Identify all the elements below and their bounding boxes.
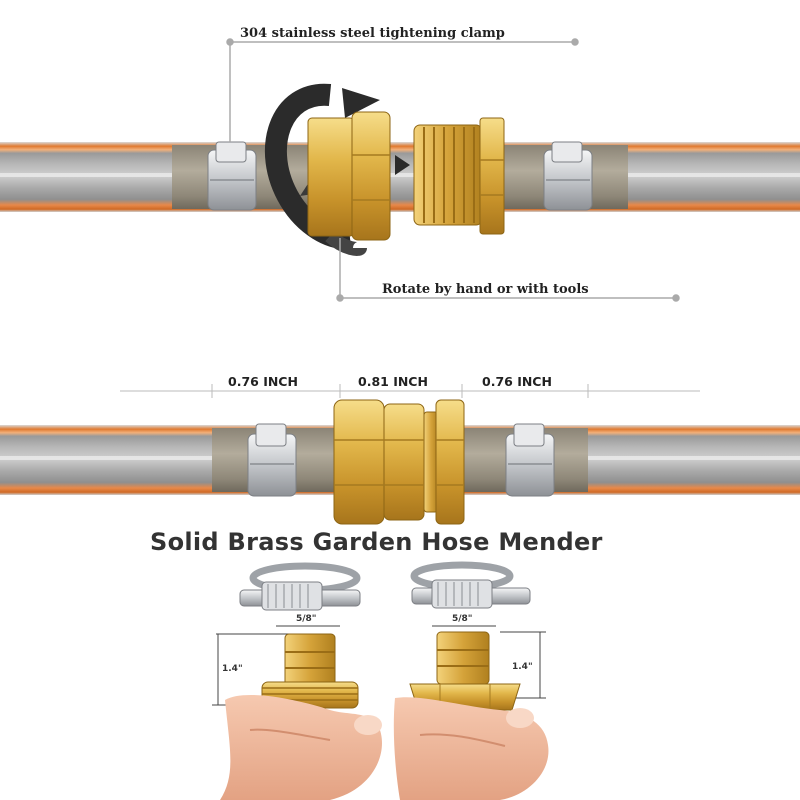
parts-drawing (212, 561, 549, 800)
dimension-line (120, 384, 700, 398)
dimension-left: 0.76 INCH (228, 374, 298, 389)
right-loose-clamp (410, 561, 531, 609)
parts-section: 5/8" 5/8" 1.4" 1.4" (0, 560, 800, 800)
dimension-right: 0.76 INCH (482, 374, 552, 389)
arrowhead-icon (395, 155, 410, 175)
middle-fittings-drawing (120, 384, 700, 525)
right-height-label: 1.4" (512, 662, 533, 672)
top-right-clamp (543, 141, 593, 211)
left-barb-fitting (261, 633, 359, 709)
left-coupling-nut (307, 111, 391, 241)
top-fittings-drawing (207, 38, 680, 302)
callout-leaders (226, 38, 680, 302)
top-assembly: 304 stainless steel tightening clamp Rot… (0, 0, 800, 320)
right-threaded-fitting (413, 117, 505, 235)
assembled-coupling (333, 399, 465, 525)
left-loose-clamp (239, 562, 361, 611)
left-barb-width-label: 5/8" (296, 614, 317, 624)
clamp-callout: 304 stainless steel tightening clamp (236, 26, 509, 41)
middle-assembly: 0.76 INCH 0.81 INCH 0.76 INCH (0, 360, 800, 530)
top-hose (0, 142, 800, 212)
top-left-clamp (207, 141, 257, 211)
rotate-callout: Rotate by hand or with tools (378, 282, 593, 297)
middle-left-clamp (247, 423, 297, 497)
product-headline: Solid Brass Garden Hose Mender (150, 528, 603, 556)
dimension-middle: 0.81 INCH (358, 374, 428, 389)
right-barb-width-label: 5/8" (452, 614, 473, 624)
middle-right-clamp (505, 423, 555, 497)
left-height-label: 1.4" (222, 664, 243, 674)
right-hand (393, 697, 549, 800)
left-hand (220, 694, 382, 800)
right-barb-fitting (409, 631, 521, 711)
